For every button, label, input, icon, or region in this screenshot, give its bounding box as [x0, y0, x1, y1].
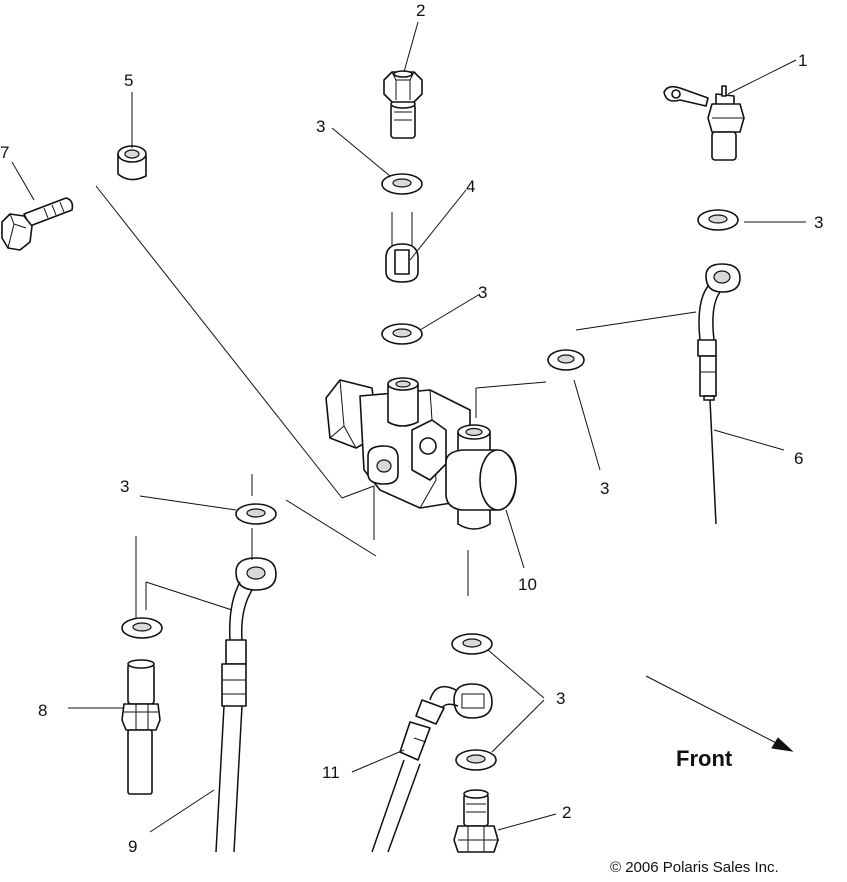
- washer-bottom-upper: [451, 633, 493, 655]
- callout-3-b: 3: [814, 213, 823, 232]
- callout-3-c: 3: [478, 283, 487, 302]
- washer-right-top: [697, 209, 739, 231]
- copyright-text: © 2006 Polaris Sales Inc.: [610, 859, 779, 876]
- brake-hose-left: [215, 557, 277, 853]
- pressure-switch: [663, 85, 745, 161]
- brake-hose-bottom: [371, 683, 493, 853]
- washer-left-fitting: [121, 617, 163, 639]
- callout-3-d: 3: [600, 479, 609, 498]
- callout-9: 9: [128, 837, 137, 856]
- callout-3-f: 3: [556, 689, 565, 708]
- callout-11: 11: [322, 763, 340, 782]
- banjo-bolt-bottom: [453, 789, 499, 853]
- washer-right-middle: [547, 349, 585, 371]
- callout-5: 5: [124, 71, 133, 90]
- callout-10: 10: [518, 575, 537, 594]
- callout-8: 8: [38, 701, 47, 720]
- callout-3-e: 3: [120, 477, 129, 496]
- banjo-bolt-top: [383, 70, 423, 139]
- brake-hose-right: [697, 263, 741, 525]
- callout-4: 4: [466, 177, 475, 196]
- callout-3-a: 3: [316, 117, 325, 136]
- callout-2-bottom: 2: [562, 803, 571, 822]
- washer-top-center: [381, 173, 423, 195]
- washer-bottom-lower: [455, 749, 497, 771]
- assembly-lines: [95, 185, 697, 618]
- callout-labels: 1 2 3 4 5 7 3 3 3 6 10 3 8 9 3 11 2: [0, 1, 823, 856]
- front-arrow: [645, 675, 794, 752]
- washer-left-hose: [235, 503, 277, 525]
- washer-upper-center: [381, 323, 423, 345]
- hose-end-fitting: [121, 659, 161, 795]
- callout-6: 6: [794, 449, 803, 468]
- front-label: Front: [676, 746, 733, 771]
- callout-2-top: 2: [416, 1, 425, 20]
- callout-7: 7: [0, 143, 9, 162]
- leader-lines: [11, 21, 806, 833]
- hose-fitting: [385, 212, 419, 283]
- bushing: [117, 145, 147, 181]
- callout-1: 1: [798, 51, 807, 70]
- valve-body: [325, 377, 517, 530]
- long-bolt: [1, 197, 74, 251]
